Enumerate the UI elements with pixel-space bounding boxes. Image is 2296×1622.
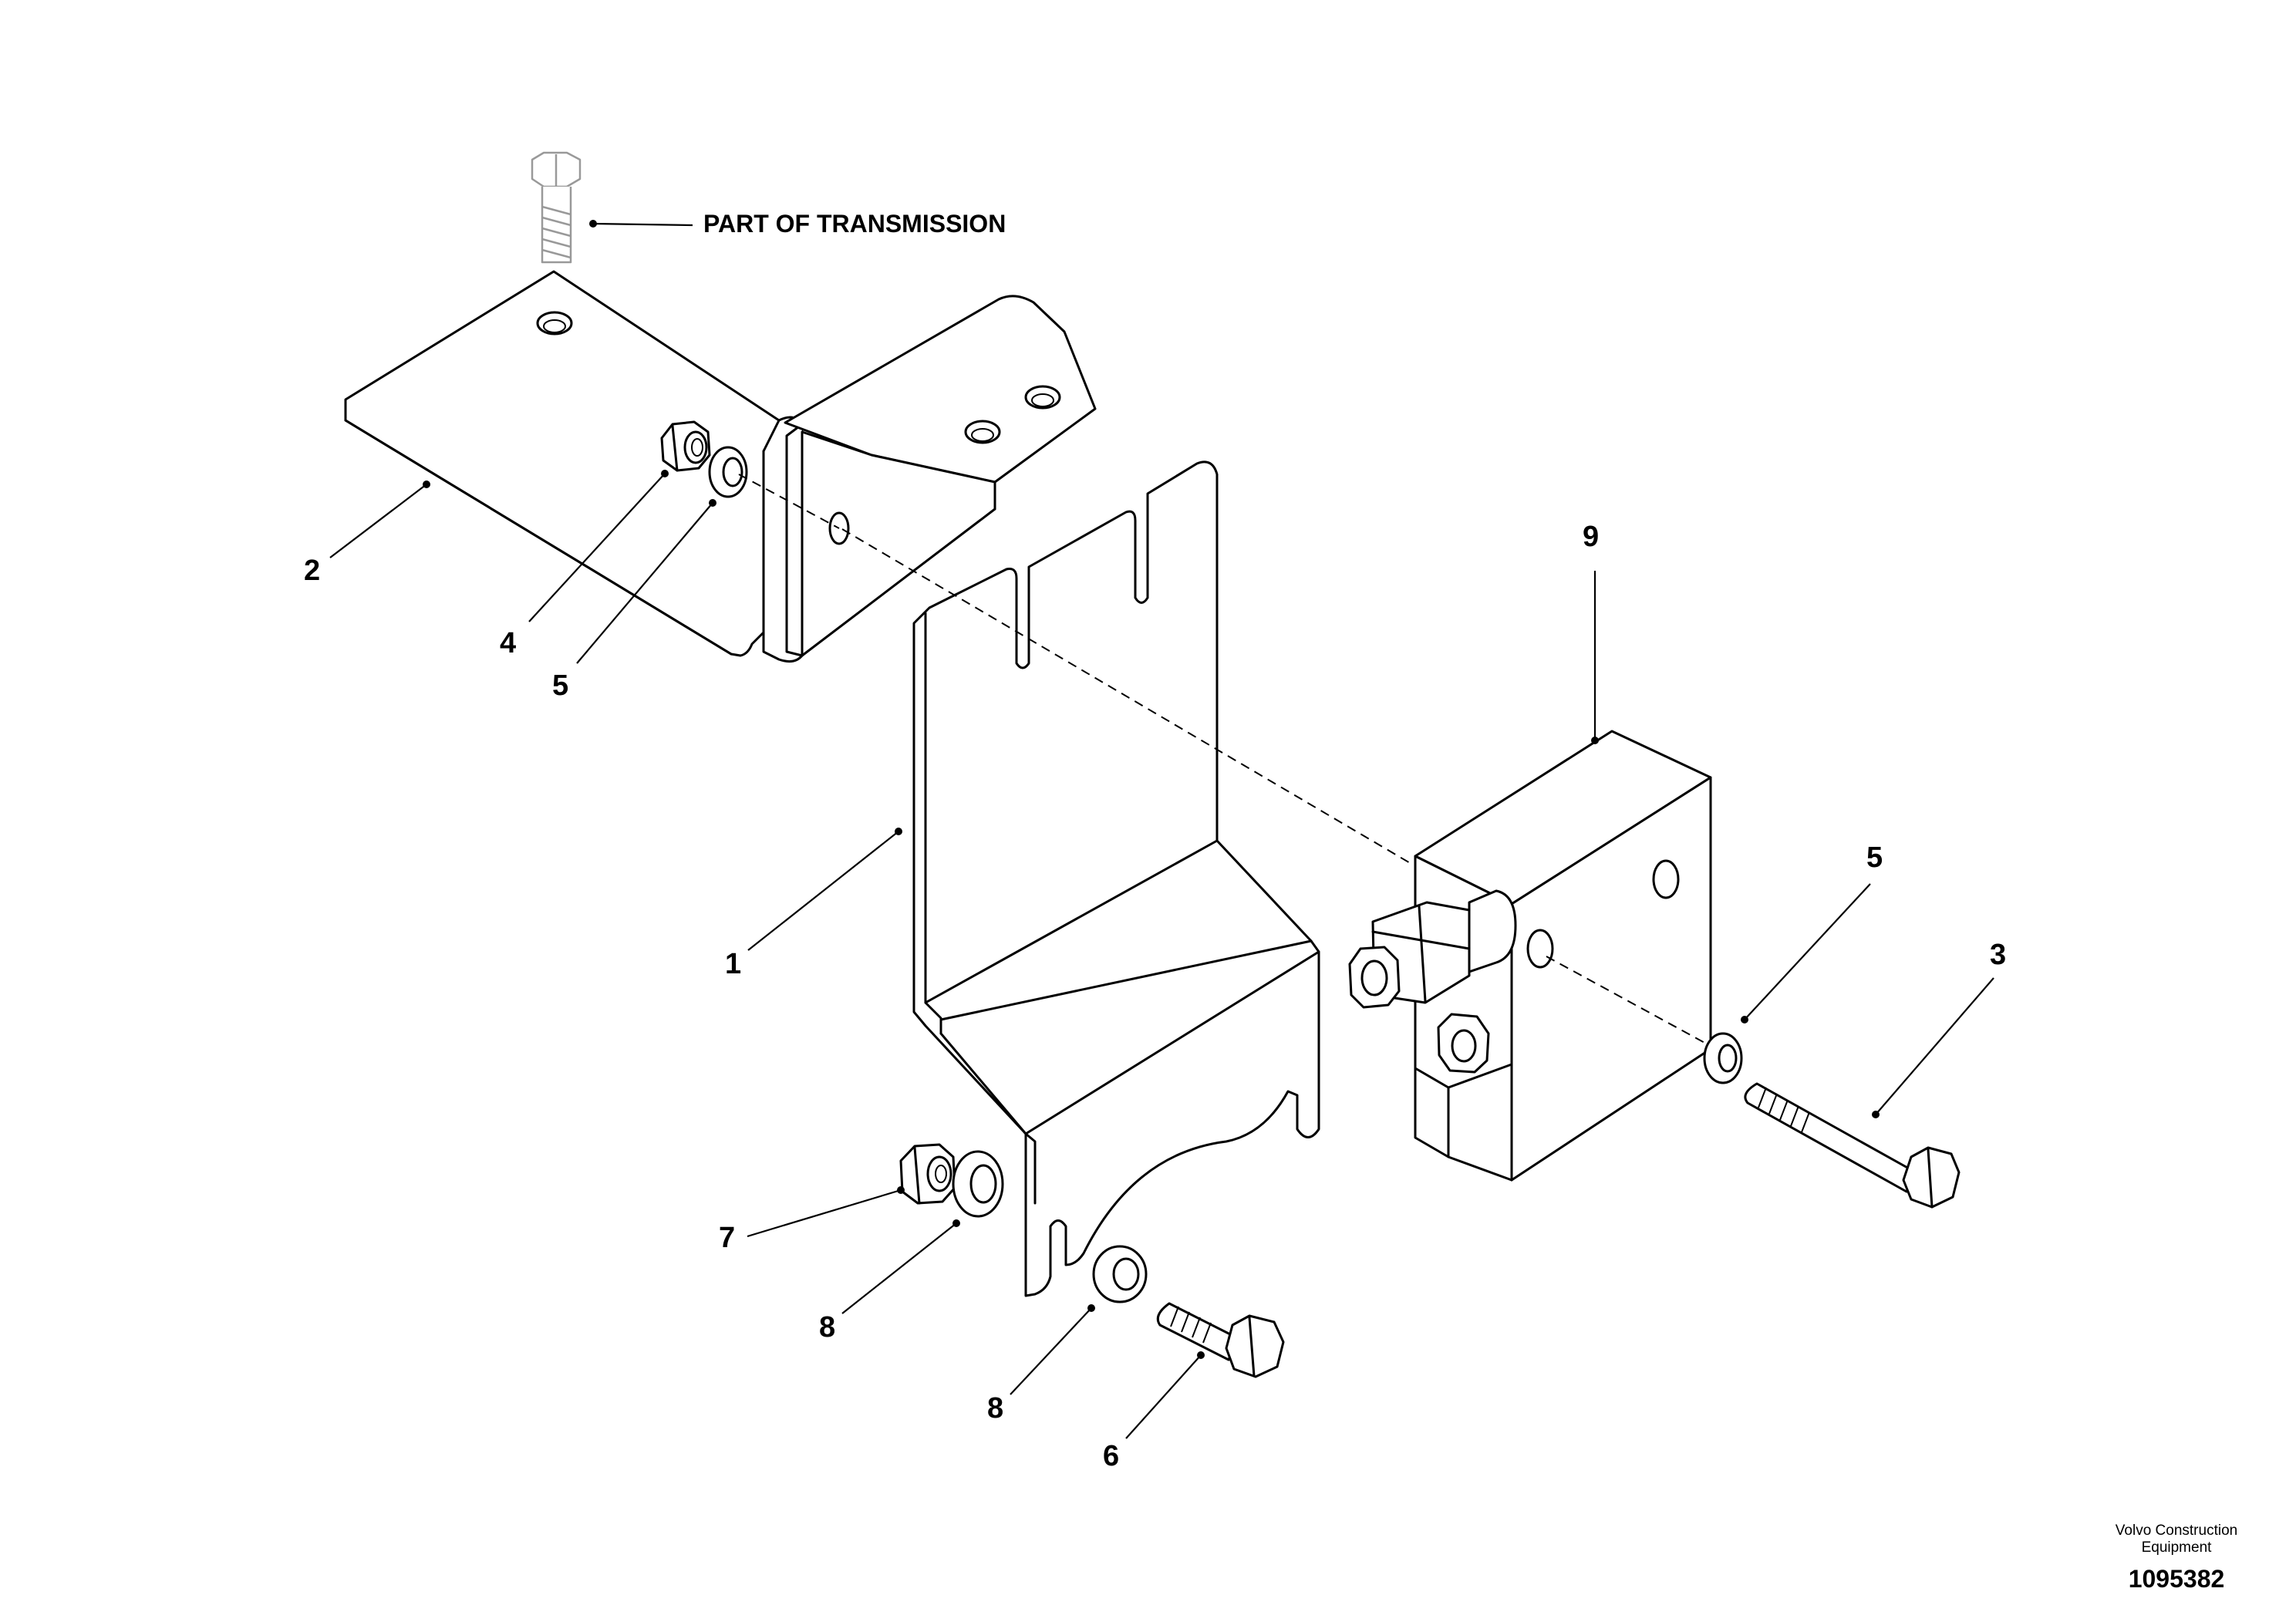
title-block: Volvo Construction Equipment 1095382: [2116, 1523, 2237, 1593]
callout-6: 6: [1103, 1440, 1119, 1472]
centerline-right: [1546, 956, 1717, 1050]
part-5-washer-upper: [708, 446, 748, 498]
callout-5-upper: 5: [552, 669, 568, 702]
company-name-line2: Equipment: [2142, 1539, 2213, 1556]
leader-lines: [329, 470, 1994, 1439]
part-8-washer-left: [952, 1150, 1004, 1218]
part-of-transmission-label: PART OF TRANSMISSION: [703, 210, 1006, 238]
part-4-nut-upper: [660, 420, 711, 472]
part-2-upper-bracket: [344, 270, 1097, 663]
company-name-line1: Volvo Construction: [2116, 1523, 2237, 1539]
callout-labels: 2 4 5 1 9 5 3 7 8 8 6: [304, 521, 2006, 1472]
callout-1: 1: [725, 948, 741, 980]
part-1-main-bracket: [912, 460, 1320, 1297]
callout-9: 9: [1583, 521, 1599, 553]
part-of-transmission-note: PART OF TRANSMISSION: [589, 210, 1006, 238]
part-3-long-bolt: [1744, 1082, 1961, 1209]
part-5-washer-right: [1703, 1032, 1743, 1084]
callout-8-left: 8: [819, 1311, 835, 1344]
part-6-short-bolt: [1156, 1302, 1285, 1378]
part-9-valve-block: [1348, 730, 1712, 1182]
callout-2: 2: [304, 555, 320, 587]
centerline-washer-left: [738, 474, 840, 529]
callout-8-lower: 8: [987, 1392, 1003, 1425]
centerline-upper: [841, 528, 1412, 865]
callout-7: 7: [719, 1222, 735, 1254]
transmission-bolt: [531, 151, 582, 264]
part-7-nut-lower: [899, 1143, 956, 1205]
callout-5-right: 5: [1866, 841, 1883, 874]
callout-3: 3: [1990, 939, 2006, 971]
callout-4: 4: [500, 627, 516, 659]
drawing-number: 1095382: [2129, 1565, 2225, 1593]
part-8-washer-lower: [1092, 1245, 1148, 1303]
